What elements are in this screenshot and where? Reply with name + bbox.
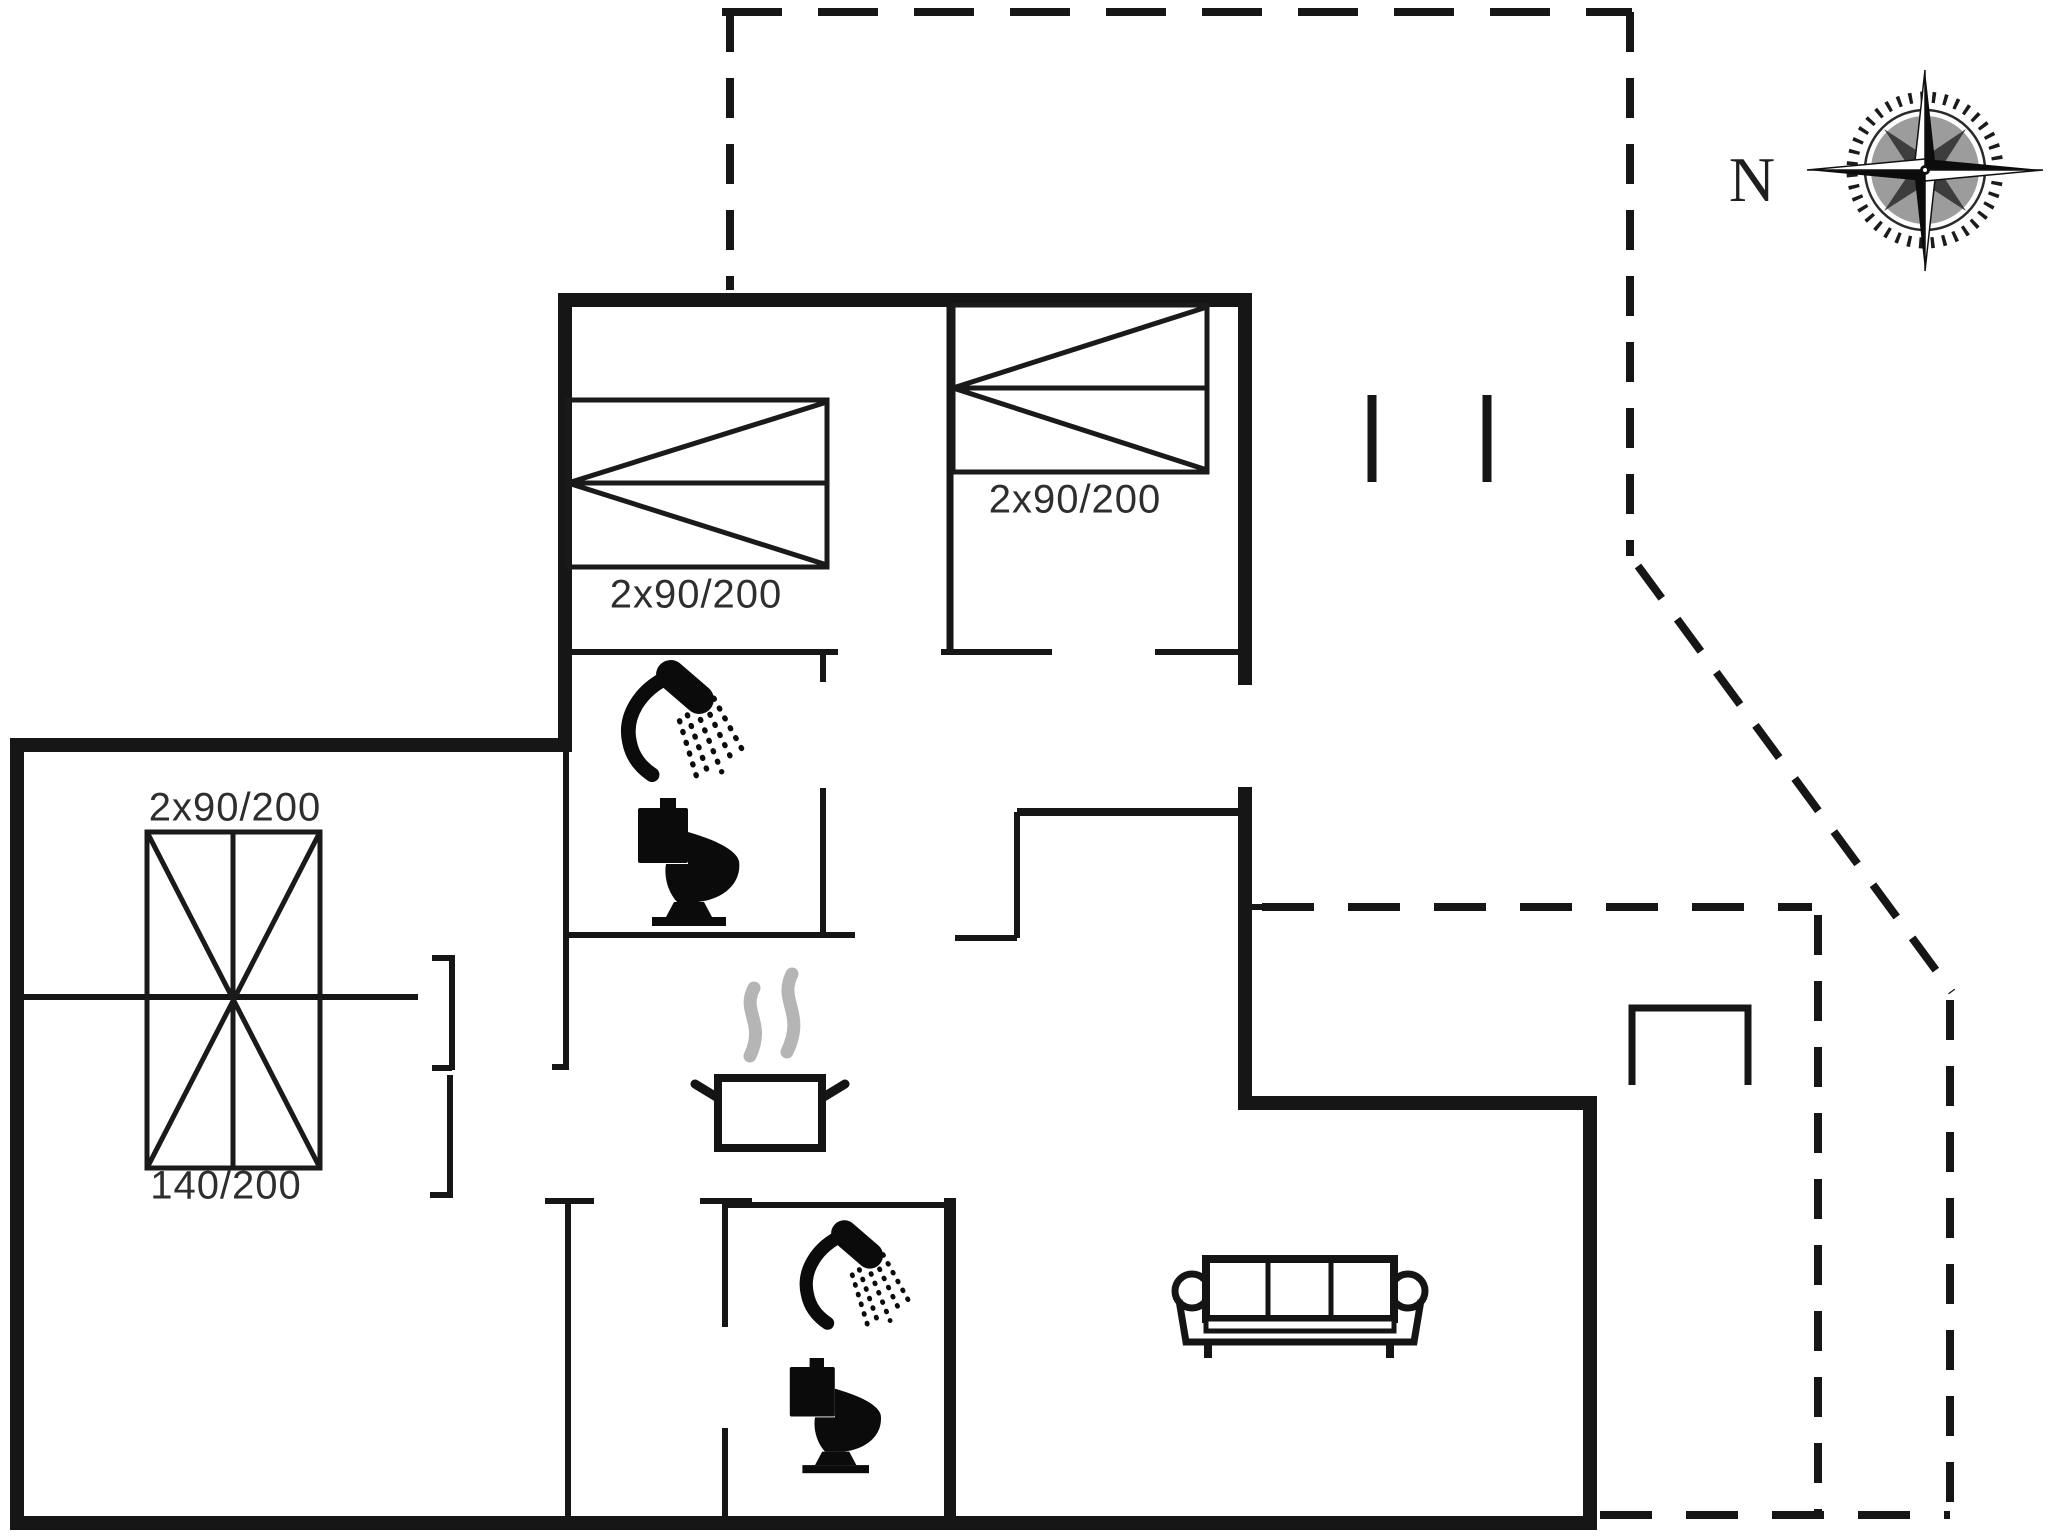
cooking-pot-icon xyxy=(690,1074,850,1152)
sofa-icon xyxy=(1171,1255,1429,1358)
shower-icon xyxy=(628,675,744,779)
partition-walls xyxy=(24,300,1263,1520)
compass-north-label: N xyxy=(1728,144,1776,215)
terrace-dashed-outline xyxy=(722,8,1956,1519)
bed-symbol xyxy=(144,302,1210,1171)
steps-icon xyxy=(1628,1004,1752,1085)
steam-icon xyxy=(743,967,801,1063)
house-walls xyxy=(10,293,1597,1530)
toilet-icon xyxy=(789,1358,882,1474)
bed-size-label: 2x90/200 xyxy=(988,477,1162,522)
bed-size-label: 2x90/200 xyxy=(148,785,322,830)
compass-rose-icon xyxy=(1806,69,2044,272)
bed-size-label: 140/200 xyxy=(150,1163,302,1208)
toilet-icon xyxy=(638,798,740,926)
bed-size-label: 2x90/200 xyxy=(609,572,783,617)
shower-icon xyxy=(806,1233,910,1326)
door-marks-icon xyxy=(1367,395,1492,482)
